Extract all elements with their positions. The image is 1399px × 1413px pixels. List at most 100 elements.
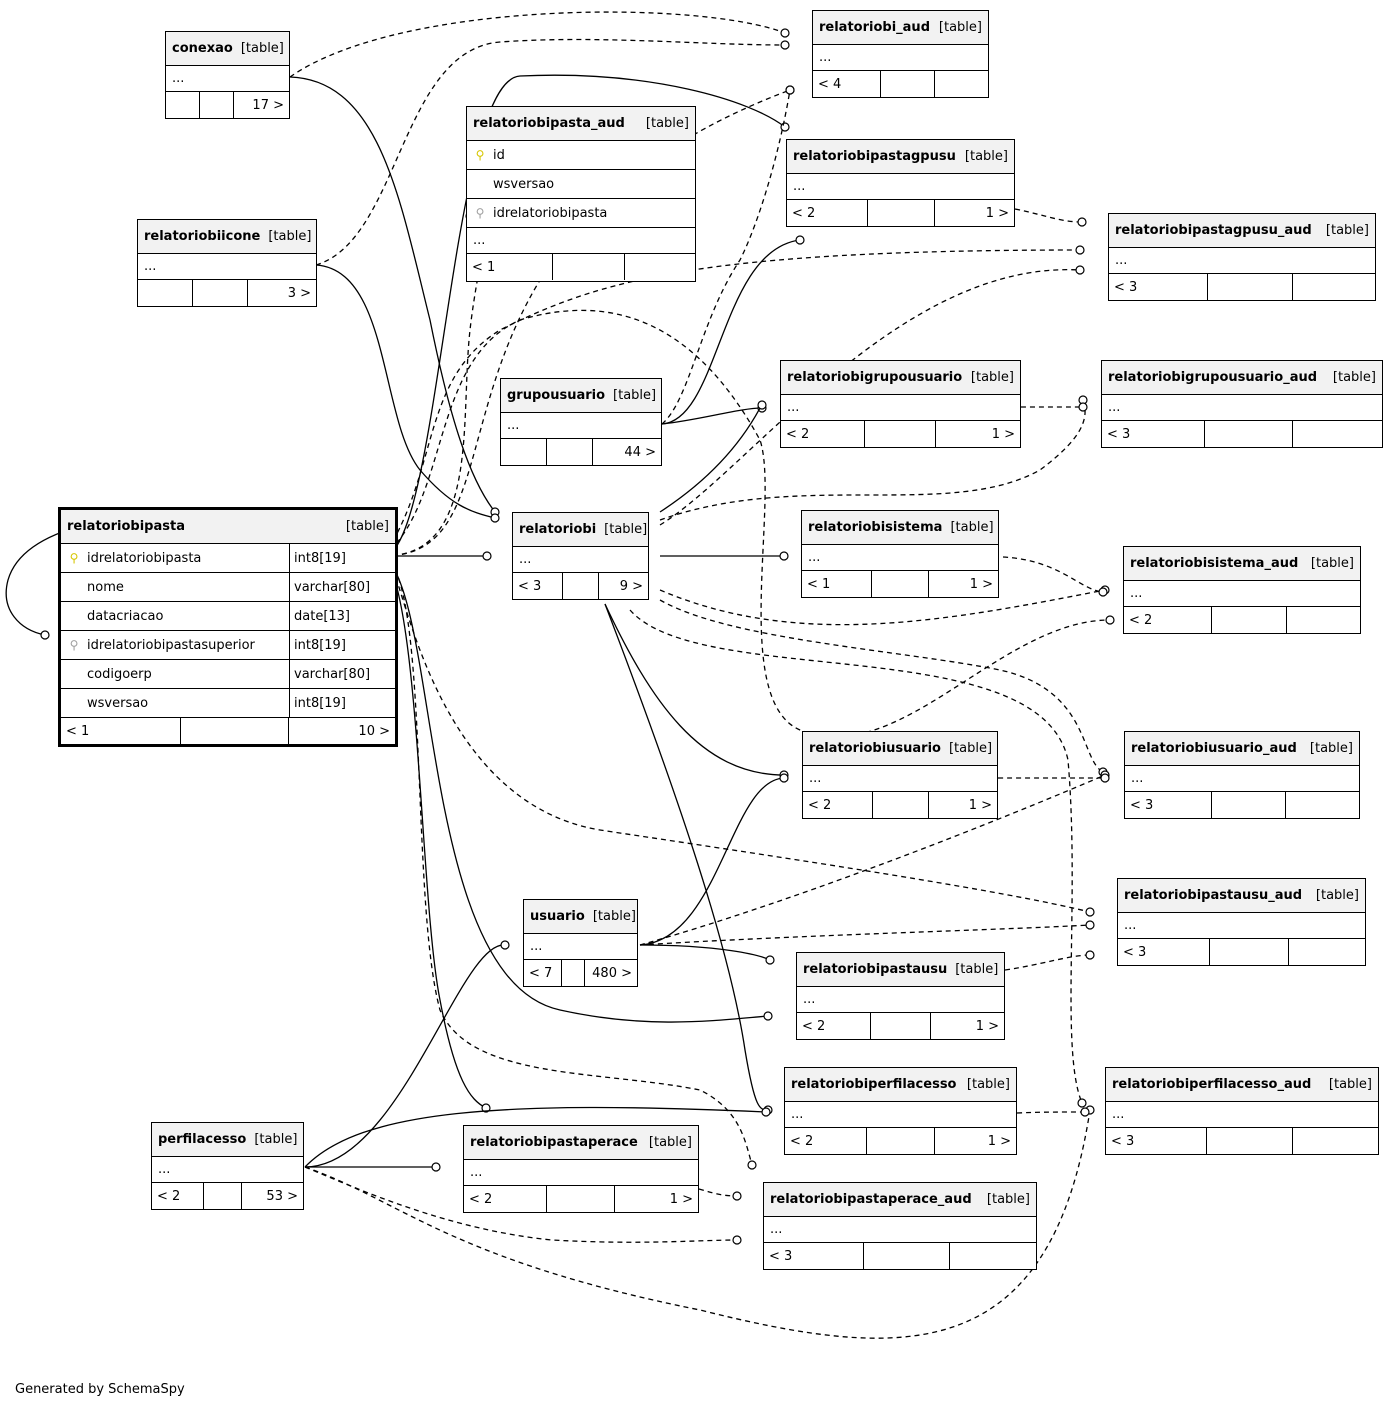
more-columns: ... [764, 1216, 1036, 1242]
children-count: 1 > [969, 576, 993, 592]
cardinality-marker [785, 85, 795, 95]
children-count: 9 > [619, 578, 643, 594]
parents-count: < 1 [802, 571, 872, 597]
table-kind: [table] [1328, 1077, 1372, 1092]
relationship-line [659, 404, 763, 513]
cardinality-marker [1078, 402, 1088, 412]
children-count: 1 > [975, 1018, 999, 1034]
cardinality-marker [795, 235, 805, 245]
column-row[interactable]: wsversao [467, 169, 695, 198]
column-name-cell: codigoerp [61, 660, 290, 688]
children-count: 53 > [266, 1188, 298, 1204]
cardinality-marker [1080, 1107, 1090, 1117]
table-footer: < 2 [1124, 606, 1360, 633]
children-count: 44 > [624, 444, 656, 460]
column-type: int8[19] [294, 637, 346, 653]
more-columns: ... [467, 227, 695, 253]
footer-spacer [547, 1186, 615, 1212]
table-name: relatoriobipastagpusu_aud [1115, 223, 1312, 238]
column-row[interactable]: ⚲idrelatoriobipasta [467, 198, 695, 227]
more-columns: ... [1102, 394, 1382, 420]
table-relatoriobisistema_aud[interactable]: relatoriobisistema_aud[table]...< 2 [1123, 546, 1361, 634]
table-header: relatoriobipastaperace[table] [464, 1126, 698, 1159]
table-relatoriobi_aud[interactable]: relatoriobi_aud[table]...< 4 [812, 10, 989, 98]
cardinality-marker [757, 400, 767, 410]
more-columns: ... [1124, 580, 1360, 606]
primary-key-icon: ⚲ [69, 551, 79, 565]
table-relatoriobipastaperace_aud[interactable]: relatoriobipastaperace_aud[table]...< 3 [763, 1182, 1037, 1270]
children-count [1293, 421, 1382, 447]
table-kind: [table] [645, 116, 689, 131]
table-relatoriobiperfilacesso_aud[interactable]: relatoriobiperfilacesso_aud[table]...< 3 [1105, 1067, 1379, 1155]
parents-count [166, 92, 200, 118]
parents-count: < 3 [1102, 421, 1205, 447]
children-count [1289, 939, 1365, 965]
implied-relationship-line [698, 1188, 738, 1197]
table-relatoriobiusuario_aud[interactable]: relatoriobiusuario_aud[table]...< 3 [1124, 731, 1360, 819]
table-footer: < 3 [1118, 938, 1365, 965]
more-columns: ... [797, 986, 1004, 1012]
implied-relationship-line [1016, 1111, 1086, 1114]
table-name: relatoriobipastagpusu [793, 149, 956, 164]
table-conexao[interactable]: conexao[table]...17 > [165, 31, 290, 119]
parents-count: < 2 [797, 1013, 871, 1039]
parents-count: < 2 [152, 1183, 204, 1209]
children-count [625, 254, 695, 280]
relationship-line [604, 603, 785, 776]
cardinality-marker [763, 1011, 773, 1021]
footer-spacer [871, 1013, 931, 1039]
column-row[interactable]: ⚲id [467, 140, 695, 169]
cardinality-marker [1105, 615, 1115, 625]
footer-spacer [1207, 1128, 1293, 1154]
cardinality-marker [1085, 907, 1095, 917]
table-relatoriobigrupousuario_aud[interactable]: relatoriobigrupousuario_aud[table]...< 3 [1101, 360, 1383, 448]
table-header: relatoriobiusuario_aud[table] [1125, 732, 1359, 765]
relationship-line [661, 407, 763, 425]
table-name: relatoriobipastausu [803, 962, 948, 977]
footer-spacer [181, 718, 289, 744]
parents-count: < 2 [464, 1186, 547, 1212]
footer-spacer [1210, 939, 1289, 965]
table-header: relatoriobipasta_aud [table] [467, 107, 695, 140]
column-name-cell: datacriacao [61, 602, 290, 630]
implied-relationship-line [383, 555, 753, 1166]
table-name: relatoriobi [519, 522, 597, 537]
column-name-cell: wsversao [467, 170, 695, 198]
table-relatoriobipastagpusu_aud[interactable]: relatoriobipastagpusu_aud[table]...< 3 [1108, 213, 1376, 301]
column-type: int8[19] [294, 550, 346, 566]
more-columns: ... [1106, 1101, 1378, 1127]
generator-credit: Generated by SchemaSpy [15, 1382, 185, 1397]
table-relatoriobipastausu_aud[interactable]: relatoriobipastausu_aud[table]...< 3 [1117, 878, 1366, 966]
table-relatoriobipasta[interactable]: relatoriobipasta [table] ⚲idrelatoriobip… [58, 507, 398, 747]
column-type: int8[19] [294, 695, 346, 711]
table-header: relatoriobipastaperace_aud[table] [764, 1183, 1036, 1216]
more-columns: ... [785, 1101, 1016, 1127]
cardinality-marker [500, 940, 510, 950]
column-name-cell: ⚲idrelatoriobipasta [467, 199, 695, 227]
children-count [1293, 274, 1375, 300]
cardinality-marker [779, 770, 789, 780]
table-relatoriobiicone[interactable]: relatoriobiicone[table]...3 > [137, 219, 317, 307]
table-grupousuario[interactable]: grupousuario[table]...44 > [500, 378, 662, 466]
children-count: 1 > [987, 1133, 1011, 1149]
children-count [1287, 607, 1360, 633]
